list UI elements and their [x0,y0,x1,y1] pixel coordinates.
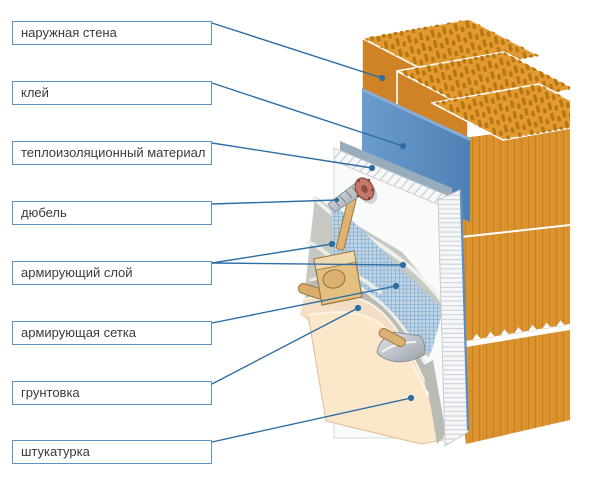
label-thermal-insulation: теплоизоляционный материал [12,141,212,165]
leader-dot-reinforcing-layer-1 [328,240,336,248]
brick-blocks [361,18,570,171]
leader-dot-reinforcing-layer-2 [399,261,407,269]
brick-course-line [460,224,570,238]
leader-line-primer [211,307,359,385]
leader-dot-reinforcing-mesh [392,282,400,290]
leader-line-plaster [211,397,412,443]
leader-line-reinforcing-layer-1 [211,243,333,264]
leader-lines [211,22,412,443]
glue-top-face [340,141,452,199]
leader-line-outer-wall [211,22,383,79]
trowel-shape [376,327,426,363]
leader-dot-primer [354,304,362,312]
insulation-end-edge [437,189,470,447]
coat-cut-edge [424,360,446,444]
leader-dot-plaster [407,394,415,402]
label-reinforcing-mesh: армирующая сетка [12,321,212,345]
leader-line-reinforcing-mesh [211,285,397,324]
leader-line-adhesive [211,82,404,147]
leader-line-thermal-insulation [211,142,373,169]
label-primer: грунтовка [12,381,212,405]
label-reinforcing-layer: армирующий слой [12,261,212,285]
leader-dot-thermal-insulation [368,164,376,172]
leader-line-dowel [211,199,338,205]
leader-dots [328,74,415,402]
glue-edge-line [459,192,470,431]
label-adhesive: клей [12,81,212,105]
leader-dot-outer-wall [378,74,386,82]
dowel-screw-shape [327,177,378,213]
leader-line-reinforcing-layer-2 [211,262,404,266]
plaster-layer-shape [307,311,444,445]
glue-layer-shape [340,88,471,222]
label-plaster: штукатурка [12,440,212,464]
mortar-seam [466,320,570,347]
leader-dot-adhesive [399,142,407,150]
label-outer-wall: наружная стена [12,21,212,45]
dowel-disc-shape [354,177,375,201]
label-dowel: дюбель [12,201,212,225]
leader-dot-dowel [334,197,340,203]
